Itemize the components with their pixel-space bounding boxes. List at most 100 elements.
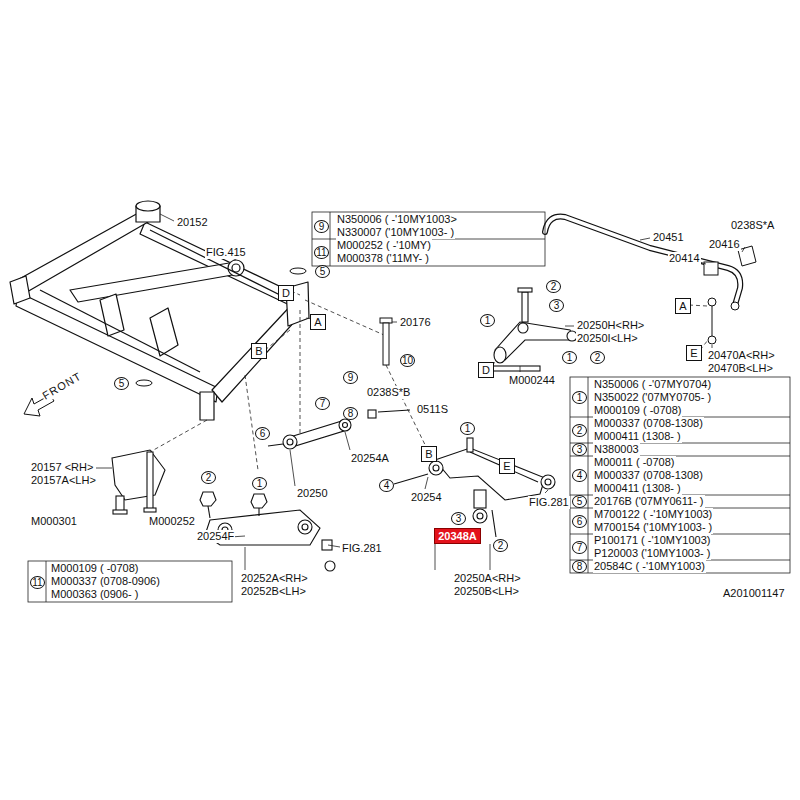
part-label: 20470A<RH>: [707, 349, 776, 362]
stabilizer-parts: [704, 262, 718, 275]
lower-arm-20250A: [429, 461, 443, 475]
leader-line: [96, 214, 745, 570]
part-label: 20250H<RH>: [576, 319, 645, 332]
subframe: [100, 294, 124, 336]
arm-20252: [251, 494, 267, 508]
part-label: 20252B<LH>: [240, 585, 307, 598]
arm-20252: [298, 520, 312, 534]
part-label: N350006 ( -'10MY1003>: [336, 213, 458, 226]
callout-number: 5: [315, 265, 330, 278]
part-label: FIG.281: [528, 496, 570, 509]
stabilizer-bar: [545, 217, 740, 305]
dashed-leader: [245, 375, 258, 470]
subframe: [10, 276, 30, 304]
upper-arm-20250H: [492, 366, 540, 371]
callout-number: 5: [114, 377, 129, 390]
callout-number: 1: [572, 391, 587, 404]
stabilizer-parts: [731, 302, 739, 310]
part-label: M000411 (1308- ): [593, 482, 682, 495]
stabilizer-parts: [712, 302, 713, 340]
lower-arm-20250A: [470, 452, 538, 482]
callout-number: 2: [590, 351, 605, 364]
callout-number: 7: [572, 541, 587, 554]
callout-number: 2: [201, 471, 216, 484]
leader-line: [245, 547, 246, 570]
callout-number: 6: [572, 515, 587, 528]
bracket-20157: [144, 508, 156, 512]
lower-arm-20250A: [545, 479, 551, 485]
link-20250: [283, 435, 297, 449]
washer: [290, 268, 306, 274]
part-label: M000378 ('11MY- ): [336, 252, 430, 265]
table-frame: [46, 561, 47, 602]
bracket-20157: [112, 450, 165, 500]
link-20250: [268, 444, 283, 446]
lower-arm-20250A: [473, 509, 487, 523]
reference-letter: B: [255, 345, 262, 357]
stabilizer-parts: [738, 246, 756, 266]
part-label: M000301: [30, 515, 78, 528]
callout-number: 8: [572, 560, 587, 573]
lower-arm-20250A: [541, 475, 555, 489]
subframe: [200, 392, 214, 420]
part-label: M000411 (1308- ): [593, 430, 682, 443]
part-label: 20157 <RH>: [30, 461, 94, 474]
subframe: [10, 201, 309, 420]
callout-number: 2: [493, 539, 508, 552]
reference-letter-box: E: [686, 345, 702, 361]
part-label: 20176: [399, 316, 432, 329]
leader-line: [345, 432, 350, 450]
part-label: M700122 ( -'10MY1003): [593, 508, 713, 521]
arm-20252: [200, 492, 216, 506]
reference-letter-box: A: [310, 314, 326, 330]
link-20250: [343, 423, 348, 428]
link-20250: [290, 420, 347, 447]
arm-20252: [208, 506, 210, 518]
part-label: N350022 ('07MY0705- ): [593, 391, 712, 404]
reference-letter-box: B: [421, 446, 437, 462]
leader-line: [712, 345, 713, 348]
link-20250: [378, 410, 410, 412]
part-label: M000337 (0708-0906): [50, 575, 161, 588]
part-label: 0238S*A: [730, 219, 775, 232]
callout-number: 9: [314, 220, 329, 233]
highlighted-part-number: 20348A: [434, 528, 481, 544]
part-label: M000337 (0708-1308): [593, 417, 704, 430]
reference-letter: A: [679, 300, 686, 312]
subframe: [232, 264, 240, 272]
callout-number: 7: [315, 397, 330, 410]
stabilizer-bar: [545, 217, 740, 305]
part-label: 20584C ( -'10MY1003): [593, 560, 706, 573]
part-label: 20470B<LH>: [707, 362, 774, 375]
part-label: 20252A<RH>: [240, 572, 309, 585]
washer: [136, 380, 152, 386]
leader-line: [96, 468, 112, 469]
part-label: 20152: [176, 216, 209, 229]
upper-arm-20250H: [518, 288, 532, 292]
reference-letter-box: B: [251, 343, 267, 359]
part-label: 20250: [296, 487, 329, 500]
part-label: 20250B<LH>: [453, 585, 520, 598]
stabilizer-bar: [545, 217, 740, 305]
reference-letter: E: [690, 347, 697, 359]
table-frame: [588, 377, 589, 573]
callout-number: 9: [343, 371, 358, 384]
upper-arm-20250H: [494, 347, 506, 363]
subframe: [16, 292, 218, 402]
part-label: 20254F: [196, 530, 235, 543]
bracket-20157: [147, 452, 153, 510]
part-label: M000363 (0906- ): [50, 588, 139, 601]
link-20250: [339, 419, 351, 431]
part-label: 20254: [410, 491, 443, 504]
callout-number: 6: [255, 427, 270, 440]
reference-letter: D: [482, 364, 490, 376]
leader-line: [425, 477, 428, 489]
leader-line: [700, 262, 706, 264]
subframe: [136, 201, 160, 211]
arm-20252: [322, 540, 332, 550]
link-20250: [268, 410, 410, 449]
part-label: N380003: [593, 443, 640, 456]
lower-arm-20250A: [477, 513, 483, 519]
bolt-20176: [383, 323, 389, 365]
callout-number: 1: [480, 314, 495, 327]
